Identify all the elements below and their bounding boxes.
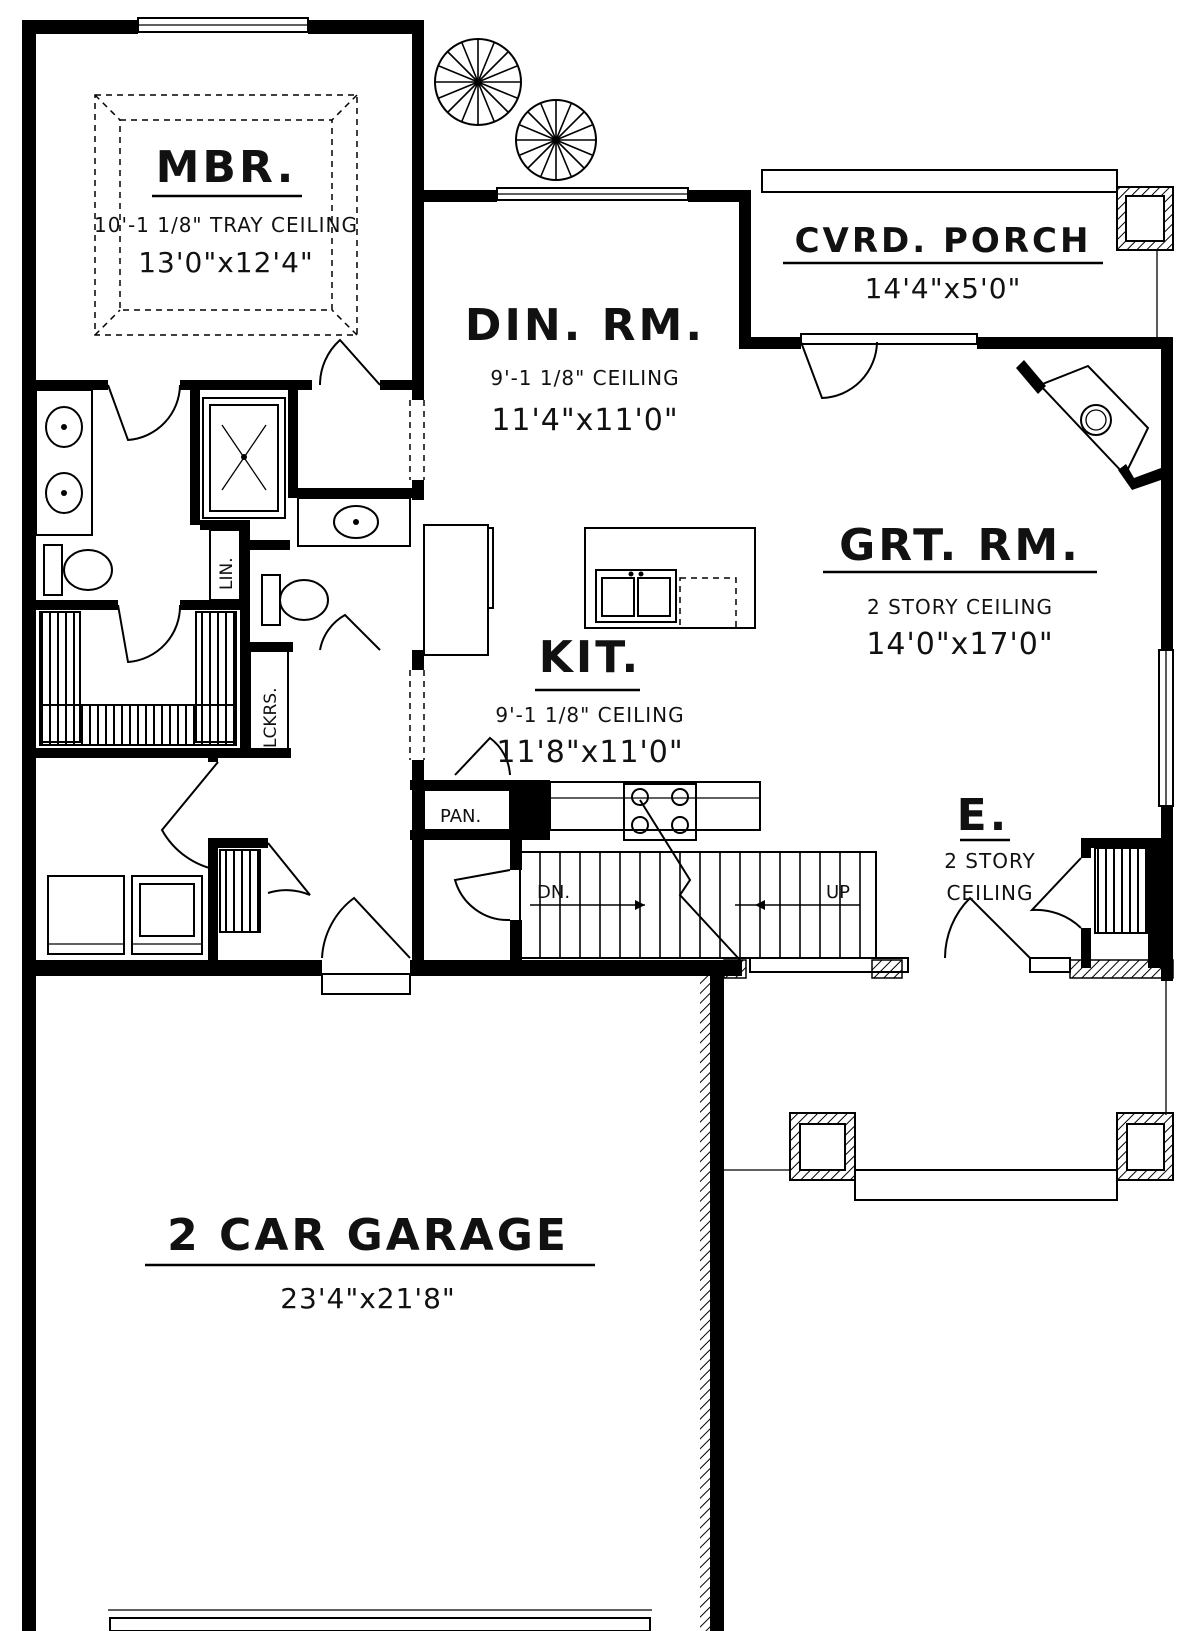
lockers-label: LCKRS. [261, 688, 281, 749]
room-title: E. [957, 790, 1010, 841]
room-ceiling-note-line2: CEILING [947, 881, 1034, 905]
refrigerator [423, 524, 494, 656]
pantry-label: PAN. [440, 806, 481, 827]
bathroom-fixtures [35, 389, 411, 626]
linen-label: LIN. [217, 557, 237, 590]
linen-closet [209, 529, 241, 601]
washer-dryer [47, 875, 203, 955]
room-mbr: MBR. 10'-1 1/8" TRAY CEILING 13'0"x12'4" [94, 142, 358, 279]
garage-door [108, 1609, 652, 1631]
doors [107, 333, 1082, 959]
stairs-down-label: DN. [537, 882, 570, 903]
lockers [249, 649, 289, 751]
stairs-up-label: UP [826, 882, 850, 903]
room-dimensions: 11'4"x11'0" [491, 403, 678, 438]
room-dimensions: 13'0"x12'4" [138, 246, 314, 279]
pantry [423, 789, 511, 831]
tree-icon [515, 99, 597, 181]
staircase [519, 799, 877, 961]
room-ceiling-note: 2 STORY CEILING [867, 595, 1053, 619]
wall-openings [409, 400, 425, 760]
room-title: GRT. RM. [839, 520, 1081, 571]
room-ceiling-note: 9'-1 1/8" CEILING [495, 703, 684, 727]
closet-shelving [39, 611, 1148, 934]
room-porch: CVRD. PORCH 14'4"x5'0" [783, 221, 1103, 305]
room-title: KIT. [539, 632, 642, 683]
room-garage: 2 CAR GARAGE 23'4"x21'8" [145, 1210, 595, 1315]
room-dimensions: 11'8"x11'0" [496, 735, 683, 770]
room-ceiling-note-line1: 2 STORY [944, 849, 1036, 873]
room-kitchen: KIT. 9'-1 1/8" CEILING 11'8"x11'0" [495, 632, 684, 770]
kitchen-island [584, 527, 756, 629]
fireplace-icon [1016, 360, 1161, 490]
room-dimensions: 14'0"x17'0" [866, 627, 1053, 662]
tree-icon [434, 38, 522, 126]
exterior-walls [22, 20, 1173, 1631]
range-icon [623, 783, 697, 841]
room-ceiling-note: 10'-1 1/8" TRAY CEILING [94, 213, 358, 237]
room-entry: E. 2 STORY CEILING [944, 790, 1036, 905]
room-title: DIN. RM. [465, 300, 705, 351]
tray-ceiling-outline [94, 94, 358, 336]
room-great-room: GRT. RM. 2 STORY CEILING 14'0"x17'0" [823, 520, 1097, 662]
front-porch [723, 959, 1174, 1201]
room-title: MBR. [156, 142, 297, 193]
kitchen-counter [549, 781, 761, 831]
garage-slab [700, 974, 710, 1631]
windows [137, 17, 1174, 995]
room-title: 2 CAR GARAGE [167, 1210, 569, 1261]
room-title: CVRD. PORCH [795, 221, 1092, 261]
room-ceiling-note: 9'-1 1/8" CEILING [490, 366, 679, 390]
room-dimensions: 23'4"x21'8" [280, 1282, 456, 1315]
room-dimensions: 14'4"x5'0" [865, 272, 1022, 305]
covered-porch [761, 169, 1174, 337]
room-dining: DIN. RM. 9'-1 1/8" CEILING 11'4"x11'0" [465, 300, 705, 438]
